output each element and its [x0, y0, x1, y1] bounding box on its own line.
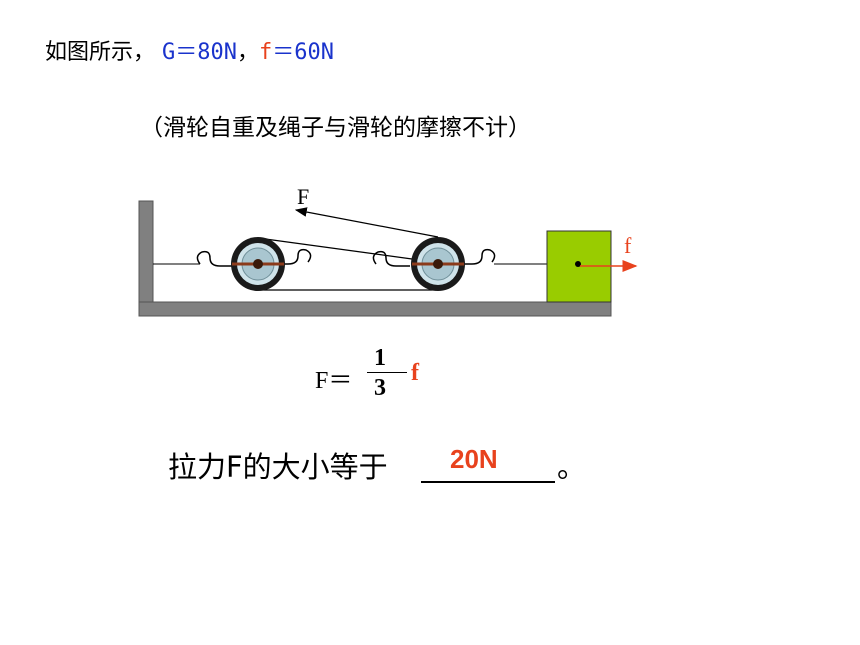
- assumption-note: （滑轮自重及绳子与滑轮的摩擦不计）: [140, 115, 531, 141]
- hook-left-a: [196, 250, 232, 267]
- answer-blank: [421, 481, 555, 483]
- question-end: 。: [557, 450, 587, 484]
- block-center: [575, 261, 581, 267]
- pulley-right: [411, 237, 465, 291]
- answer-value: 20N: [450, 444, 498, 474]
- formula-denominator: 3: [374, 375, 386, 401]
- hook-right-a: [372, 250, 410, 267]
- wall: [138, 200, 154, 303]
- force-F-label: F: [297, 184, 309, 209]
- given-comma: ，: [237, 40, 260, 65]
- force-f-label: f: [624, 233, 632, 258]
- friction-value: ＝60N: [272, 40, 335, 65]
- given-prefix: 如图所示，: [45, 40, 156, 65]
- hook-left-b: [278, 248, 312, 265]
- formula-numerator: 1: [374, 345, 386, 371]
- formula-variable: f: [411, 360, 419, 386]
- given-values: 如图所示， G＝80N，f＝60N: [45, 34, 334, 66]
- fraction-bar: [367, 372, 407, 373]
- force-F-arrow: [294, 207, 439, 238]
- question-text: 拉力F的大小等于: [168, 450, 388, 484]
- friction-symbol: f: [259, 40, 273, 65]
- formula-lhs: F＝: [315, 368, 353, 394]
- floor: [138, 301, 612, 317]
- hook-right-b: [464, 248, 496, 265]
- pulley-left: [231, 237, 285, 291]
- gravity-value: G＝80N: [162, 40, 237, 65]
